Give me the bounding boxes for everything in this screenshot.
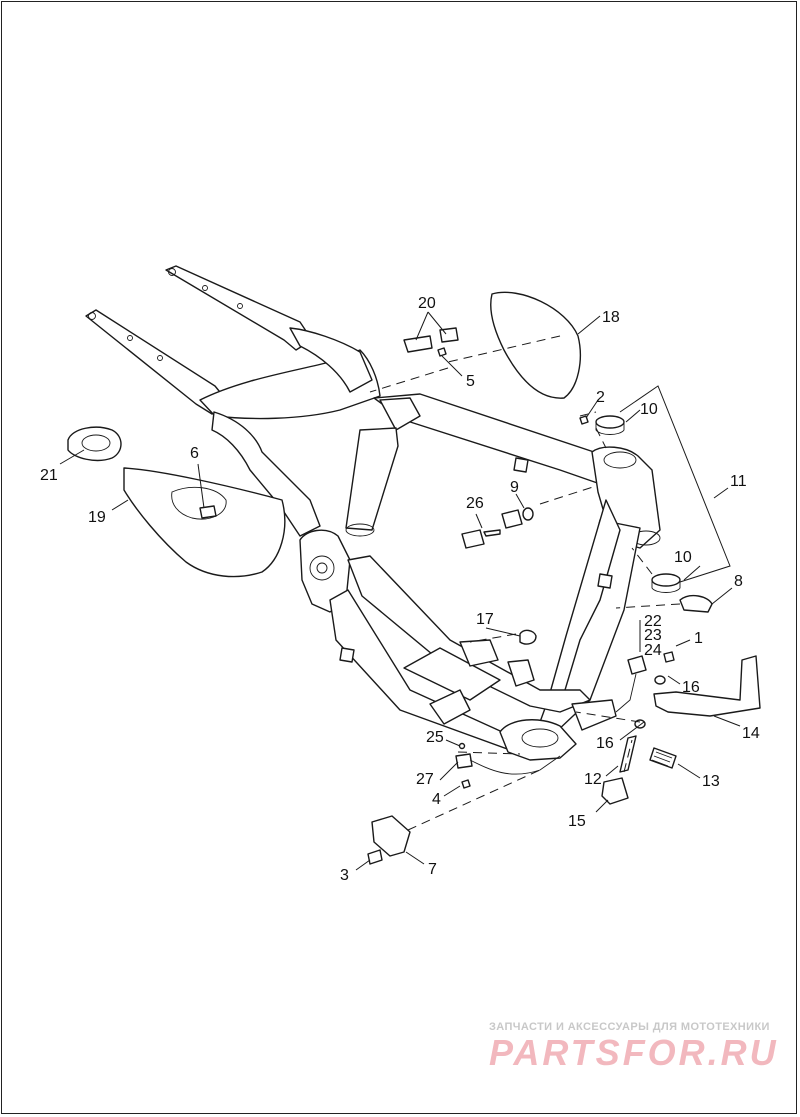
callout-8: 8: [734, 573, 743, 590]
part-18-cover: [490, 291, 581, 399]
callout-2: 2: [596, 389, 605, 406]
callout-22: 22: [644, 613, 662, 630]
callout-20: 20: [418, 295, 436, 312]
part-20-clip: [403, 327, 459, 353]
part-19-fuel-tank-cover: [123, 467, 286, 578]
part-17-plug: [519, 629, 537, 645]
callout-21: 21: [40, 467, 58, 484]
callout-10-lower: 10: [674, 549, 692, 566]
part-1-nut: [663, 651, 675, 663]
callout-numbers: 1 2 3 4 5 6 7 8 9 10 10 11 12 13 14 15 1…: [40, 295, 760, 884]
part-9-o-ring: [522, 507, 534, 521]
callout-3: 3: [340, 867, 349, 884]
callout-23: 23: [644, 627, 662, 644]
part-7-bracket: [371, 815, 411, 857]
callout-19: 19: [88, 509, 106, 526]
callout-15: 15: [568, 813, 586, 830]
callout-17: 17: [476, 611, 494, 628]
callout-1: 1: [694, 630, 703, 647]
watermark-brand: PARTSFOR.RU: [489, 1032, 779, 1073]
part-25-27-sensor: [455, 742, 561, 775]
callout-4: 4: [432, 791, 441, 808]
callout-14: 14: [742, 725, 760, 742]
part-8-clamp: [679, 594, 713, 613]
callout-10-upper: 10: [640, 401, 658, 418]
watermark-tagline: ЗАПЧАСТИ И АКСЕССУАРЫ ДЛЯ МОТОТЕХНИКИ: [489, 1021, 770, 1033]
callout-25: 25: [426, 729, 444, 746]
callout-12: 12: [584, 771, 602, 788]
callout-13: 13: [702, 773, 720, 790]
callout-5: 5: [466, 373, 475, 390]
callout-6: 6: [190, 445, 199, 462]
callout-26: 26: [466, 495, 484, 512]
callout-16-lower: 16: [596, 735, 614, 752]
part-22-24-wire-harness: [615, 655, 647, 713]
callout-24: 24: [644, 642, 662, 659]
callout-7: 7: [428, 861, 437, 878]
part-4-screw: [461, 779, 471, 789]
part-26-ignition-key: [461, 509, 523, 549]
part-21-filler-cap-ring: [67, 426, 122, 462]
leader-lines: [59, 311, 741, 871]
part-6-cover-fastener: [199, 505, 217, 519]
part-5-screw: [437, 347, 447, 357]
part-13-spring: [649, 747, 677, 769]
callout-16-upper: 16: [682, 679, 700, 696]
assembly-lines: [369, 335, 681, 831]
callout-9: 9: [510, 479, 519, 496]
part-3-screw: [367, 849, 383, 865]
part-14-jiffy-stand: [653, 655, 761, 717]
part-10-bearing-lower: [651, 573, 681, 593]
part-10-bearing-upper: [595, 415, 625, 435]
callout-18: 18: [602, 309, 620, 326]
callout-11: 11: [730, 473, 747, 490]
motorcycle-frame: [85, 265, 661, 761]
part-15-stand-foot: [601, 777, 629, 805]
callout-27: 27: [416, 771, 434, 788]
